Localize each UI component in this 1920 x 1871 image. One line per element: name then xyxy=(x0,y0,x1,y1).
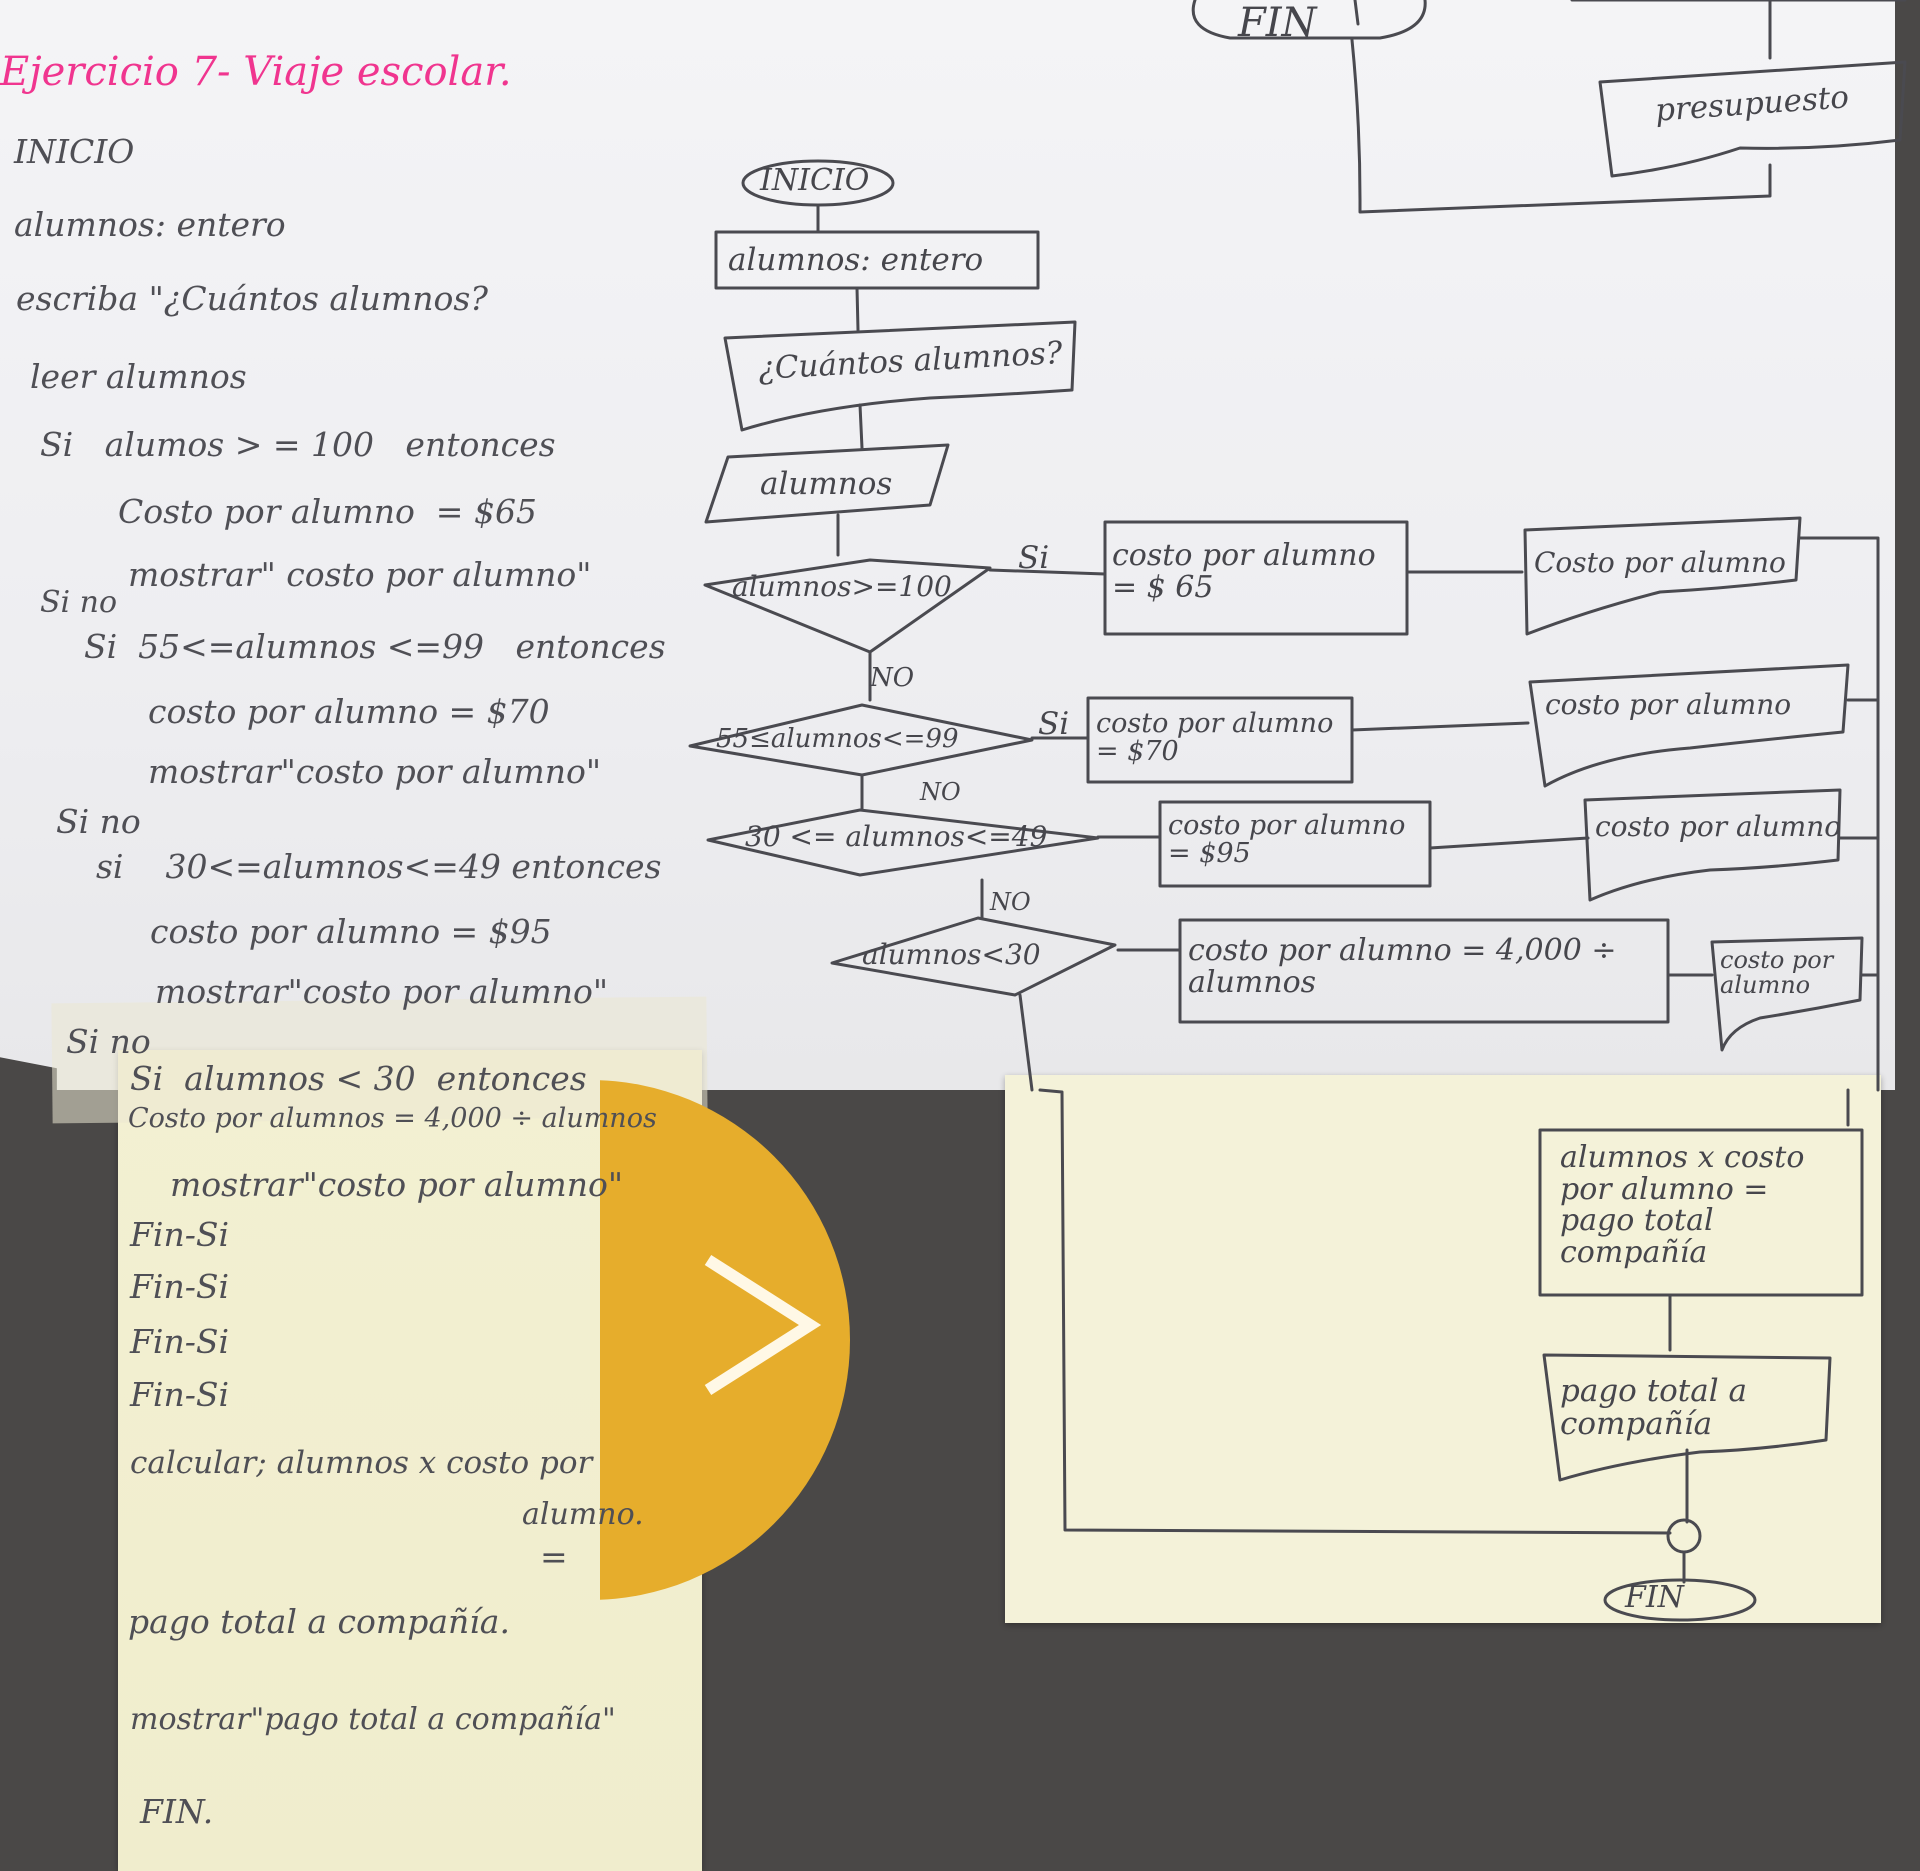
pseudo-line: costo por alumno = $95 xyxy=(150,912,552,951)
connector xyxy=(988,568,1107,576)
pseudo-line: escriba "¿Cuántos alumnos? xyxy=(16,279,488,318)
prompt-output-shape xyxy=(723,320,1077,432)
terminator-fin-bottom xyxy=(1603,1578,1757,1622)
play-arrow-icon xyxy=(704,1254,822,1396)
pseudo-line: mostrar" costo por alumno" xyxy=(128,555,592,594)
pseudo-line: Fin-Si xyxy=(130,1375,230,1414)
output-3-label: costo por alumno xyxy=(1595,810,1842,843)
fin-top-label: FIN xyxy=(1238,0,1317,46)
decision-2-label: 55≤alumnos<=99 xyxy=(716,724,959,754)
pseudo-line: Fin-Si xyxy=(130,1267,230,1306)
decision-1-label: alumnos>=100 xyxy=(732,570,952,603)
pseudo-line: Si alumos > = 100 entonces xyxy=(40,425,556,464)
final-output-shape xyxy=(1542,1353,1832,1482)
pseudo-line: pago total a compañía. xyxy=(128,1602,510,1641)
pseudo-line: mostrar"costo por alumno" xyxy=(170,1165,623,1204)
calc-label: alumnos x costo por alumno = pago total … xyxy=(1560,1140,1805,1270)
exercise-title: Ejercicio 7- Viaje escolar. xyxy=(0,49,512,95)
assign-box-2 xyxy=(1086,696,1354,784)
calc-box xyxy=(1538,1128,1864,1297)
connector xyxy=(855,286,860,332)
pseudo-line: mostrar"costo por alumno" xyxy=(155,972,608,1011)
output-shape-2 xyxy=(1528,663,1850,788)
yes-label-2: Si xyxy=(1038,706,1070,742)
pseudo-line: alumno. xyxy=(522,1497,644,1532)
pseudo-line: Costo por alumnos = 4,000 ÷ alumnos xyxy=(128,1103,657,1134)
no-label-2: NO xyxy=(920,778,961,806)
pseudo-line: costo por alumno = $70 xyxy=(148,692,550,731)
assign-3-label: costo por alumno = $95 xyxy=(1168,810,1406,870)
pseudo-line: = xyxy=(540,1537,568,1576)
output-2-label: costo por alumno xyxy=(1545,688,1792,721)
pseudo-line: si 30<=alumnos<=49 entonces xyxy=(96,847,662,886)
output-shape-1 xyxy=(1523,516,1802,636)
terminator-fin-top xyxy=(1191,0,1427,40)
pseudo-line: leer alumnos xyxy=(30,357,247,396)
main-paper-sheet xyxy=(0,0,1895,1090)
declaration-box xyxy=(714,230,1040,290)
yellow-play-sticker xyxy=(600,1080,920,1600)
connector xyxy=(1428,836,1590,850)
output-1-label: Costo por alumno xyxy=(1534,546,1786,579)
connector xyxy=(1350,38,1772,214)
assign-box-4 xyxy=(1178,918,1670,1024)
output-budget-shape xyxy=(1598,60,1907,178)
output-shape-3 xyxy=(1583,788,1842,902)
connector xyxy=(1353,0,1360,26)
pseudo-line: calcular; alumnos x costo por xyxy=(130,1445,593,1481)
yes-label-1: Si xyxy=(1018,540,1050,576)
pseudo-line: mostrar"costo por alumno" xyxy=(148,752,601,791)
pseudo-line: Si alumnos < 30 entonces xyxy=(130,1059,587,1098)
decision-2 xyxy=(688,703,1034,777)
output-shape-4 xyxy=(1710,936,1864,1052)
merge-line xyxy=(1798,536,1880,1092)
assign-4-label: costo por alumno = 4,000 ÷ alumnos xyxy=(1188,933,1617,1000)
final-output-label: pago total a compañía xyxy=(1560,1373,1747,1442)
no-label-3: NO xyxy=(990,888,1031,916)
inicio-label: INICIO xyxy=(760,163,870,198)
pseudo-line: mostrar"pago total a compañía" xyxy=(130,1702,616,1737)
input-label: alumnos xyxy=(760,466,893,502)
pseudo-line: Fin-Si xyxy=(130,1215,230,1254)
pseudo-line: INICIO xyxy=(14,132,135,171)
declaration-label: alumnos: entero xyxy=(728,242,984,278)
connector xyxy=(1350,721,1530,732)
pseudo-line: Si no xyxy=(66,1022,151,1061)
pseudo-line: alumnos: entero xyxy=(14,205,286,244)
output-4-label: costo por alumno xyxy=(1720,946,1834,1000)
connector xyxy=(1018,993,1034,1092)
decision-1 xyxy=(703,558,992,654)
assign-box-1 xyxy=(1103,520,1409,636)
pseudo-line: FIN. xyxy=(140,1792,214,1831)
connector xyxy=(858,403,864,450)
fin-bottom-label: FIN xyxy=(1625,1580,1684,1615)
merge-connector-circle xyxy=(1666,1518,1702,1554)
assign-2-label: costo por alumno = $70 xyxy=(1096,708,1334,768)
decision-4-label: alumnos<30 xyxy=(862,938,1041,971)
assign-1-label: costo por alumno = $ 65 xyxy=(1112,538,1376,605)
pseudo-line: Fin-Si xyxy=(130,1322,230,1361)
pseudo-line: Costo por alumno = $65 xyxy=(118,492,537,531)
no-label-1: NO xyxy=(870,663,915,693)
decision-4 xyxy=(830,916,1117,997)
pseudo-line: Si no xyxy=(56,802,141,841)
assign-box-3 xyxy=(1158,800,1432,888)
pseudo-line: Si 55<=alumnos <=99 entonces xyxy=(84,627,666,666)
input-parallelogram xyxy=(704,443,950,524)
left-return-line xyxy=(1038,1088,1672,1535)
decision-3-label: 30 <= alumnos<=49 xyxy=(745,820,1048,853)
pseudo-line: Si no xyxy=(40,585,118,620)
